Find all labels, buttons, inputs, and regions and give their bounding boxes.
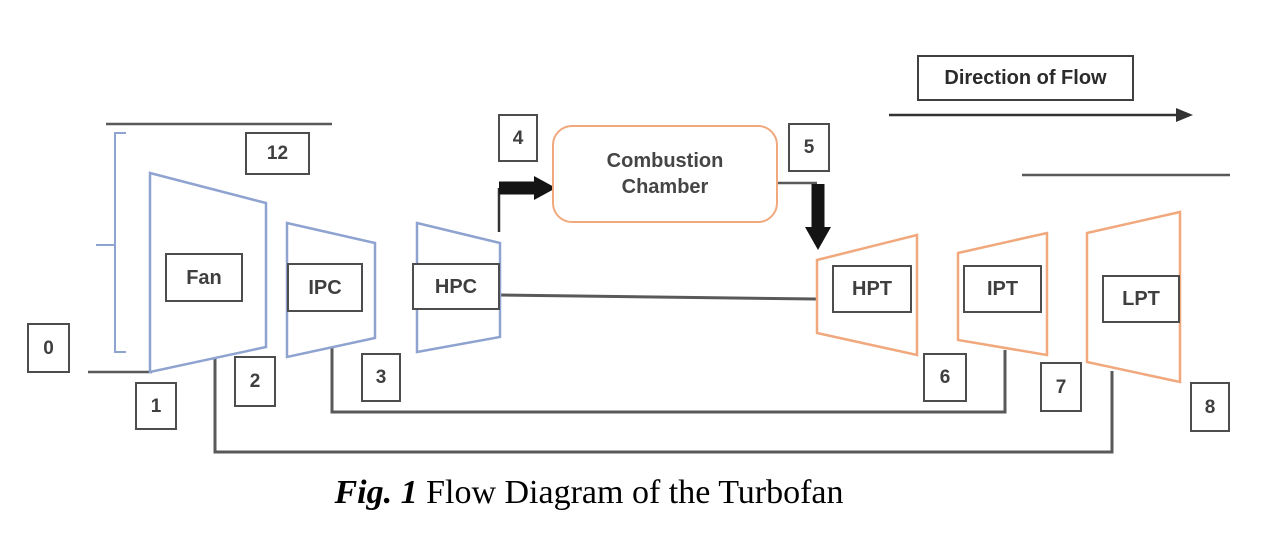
- direction-of-flow-label: Direction of Flow: [944, 66, 1107, 89]
- station-7-label: 7: [1055, 376, 1067, 398]
- station-3-label: 3: [375, 367, 387, 388]
- station-box-5: 5: [788, 123, 830, 172]
- direction-of-flow-arrowhead: [1176, 108, 1193, 122]
- station-box-4: 4: [498, 114, 538, 162]
- station-2-label: 2: [249, 371, 261, 392]
- ipc-label: IPC: [308, 276, 342, 299]
- hpt-label-box: HPT: [832, 265, 912, 313]
- station-0-label: 0: [43, 337, 54, 359]
- shaft-fan-to-lpt: [213, 357, 1114, 454]
- station-1-label: 1: [150, 395, 162, 417]
- fan-label-box: Fan: [165, 253, 243, 302]
- station-box-3: 3: [361, 353, 401, 402]
- combustion-chamber-label-line2: Chamber: [621, 176, 709, 198]
- station-6-label: 6: [939, 367, 951, 388]
- hpt-label: HPT: [852, 278, 892, 300]
- station-4-label: 4: [512, 127, 524, 149]
- figure-caption: Fig. 1 Flow Diagram of the Turbofan: [0, 474, 1178, 512]
- figure-caption-number: Fig. 1: [334, 474, 418, 511]
- lpt-label: LPT: [1122, 288, 1160, 310]
- station-box-0: 0: [27, 323, 70, 373]
- direction-of-flow-box: Direction of Flow: [917, 55, 1134, 101]
- ipt-label: IPT: [986, 278, 1019, 300]
- shaft-hpc-to-hpt: [500, 293, 817, 301]
- combustion-inlet-arrowhead: [534, 176, 556, 200]
- station-box-7: 7: [1040, 362, 1082, 412]
- lpt-label-box: LPT: [1102, 275, 1180, 323]
- combustion-chamber-box: Combustion Chamber: [552, 125, 778, 223]
- inlet-bracket: [114, 132, 126, 353]
- station-box-12: 12: [245, 132, 310, 175]
- station-5-label: 5: [803, 137, 815, 158]
- fan-label: Fan: [186, 266, 222, 289]
- hpc-label: HPC: [434, 275, 478, 298]
- ipc-label-box: IPC: [287, 263, 363, 312]
- hpc-label-box: HPC: [412, 263, 500, 310]
- shaft-ipc-to-ipt: [330, 348, 1007, 414]
- figure-caption-text: Flow Diagram of the Turbofan: [426, 474, 844, 511]
- station-box-1: 1: [135, 382, 177, 430]
- station-8-label: 8: [1204, 396, 1216, 418]
- station-box-2: 2: [234, 356, 276, 407]
- station-12-label: 12: [266, 143, 289, 164]
- station-box-6: 6: [923, 353, 967, 402]
- combustion-chamber-label-line1: Combustion: [606, 150, 724, 172]
- station-box-8: 8: [1190, 382, 1230, 432]
- ipt-label-box: IPT: [963, 265, 1042, 313]
- combustion-outlet-arrowhead: [805, 227, 831, 250]
